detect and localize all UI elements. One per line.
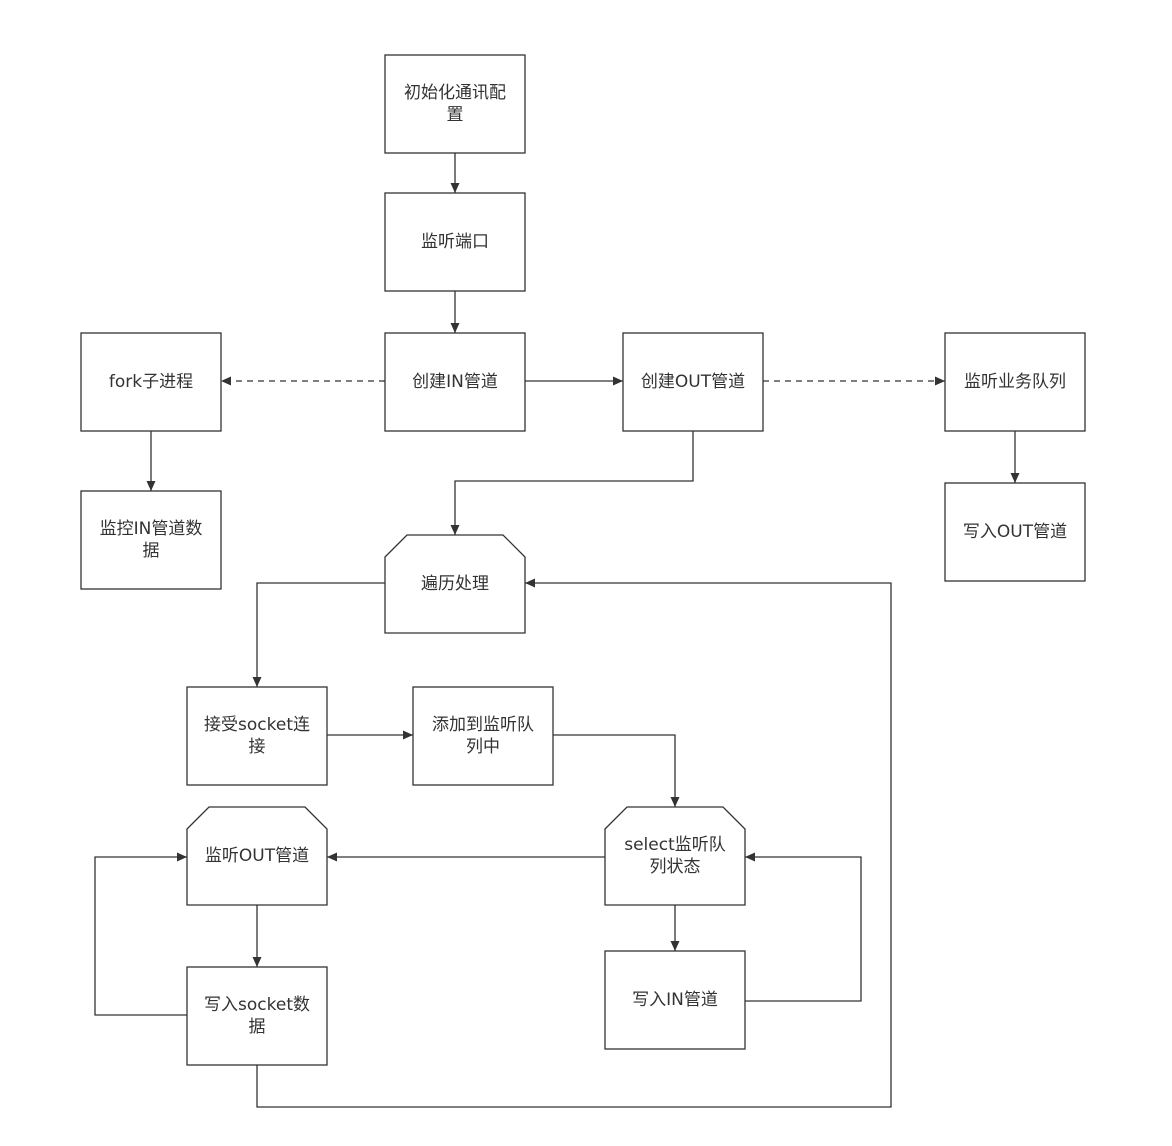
node-listen-out — [186, 806, 328, 906]
node-write-out-label: 写入OUT管道 — [962, 522, 1068, 542]
node-write-in — [604, 950, 746, 1050]
node-create-in — [384, 332, 526, 432]
node-listen-port — [384, 192, 526, 292]
node-accept-label: 接受socket连接 — [204, 715, 310, 757]
node-write-in-label: 写入IN管道 — [632, 990, 718, 1010]
node-monitor-in — [80, 490, 222, 590]
node-traverse-label: 遍历处理 — [421, 574, 489, 594]
node-init-label: 初始化通讯配置 — [404, 83, 506, 125]
node-accept — [186, 686, 328, 786]
edge-write-socket-to-listen-out — [94, 852, 187, 1016]
edge-traverse-to-accept — [252, 582, 385, 687]
node-add-queue — [412, 686, 554, 786]
node-write-socket — [186, 966, 328, 1066]
node-write-out — [944, 482, 1086, 582]
node-create-out — [622, 332, 764, 432]
node-traverse — [384, 534, 526, 634]
node-select-label: select监听队列状态 — [624, 835, 726, 877]
node-create-in-label: 创建IN管道 — [412, 372, 498, 392]
node-listen-out-label: 监听OUT管道 — [204, 846, 310, 866]
node-fork — [80, 332, 222, 432]
edge-write-in-to-select — [745, 852, 862, 1002]
node-monitor-in-label: 监控IN管道数据 — [99, 519, 203, 561]
node-listen-biz — [944, 332, 1086, 432]
node-add-queue-label: 添加到监听队列中 — [432, 715, 534, 757]
node-create-out-label: 创建OUT管道 — [640, 372, 746, 392]
node-listen-biz-label: 监听业务队列 — [964, 372, 1066, 392]
node-select — [604, 806, 746, 906]
node-listen-port-label: 监听端口 — [421, 232, 489, 252]
edge-write-socket-to-traverse — [256, 578, 892, 1108]
node-fork-label: fork子进程 — [108, 372, 194, 392]
edge-create-out-to-traverse — [450, 431, 694, 535]
node-write-socket-label: 写入socket数据 — [204, 995, 310, 1037]
edge-add-queue-to-select — [553, 734, 680, 807]
node-init — [384, 54, 526, 154]
